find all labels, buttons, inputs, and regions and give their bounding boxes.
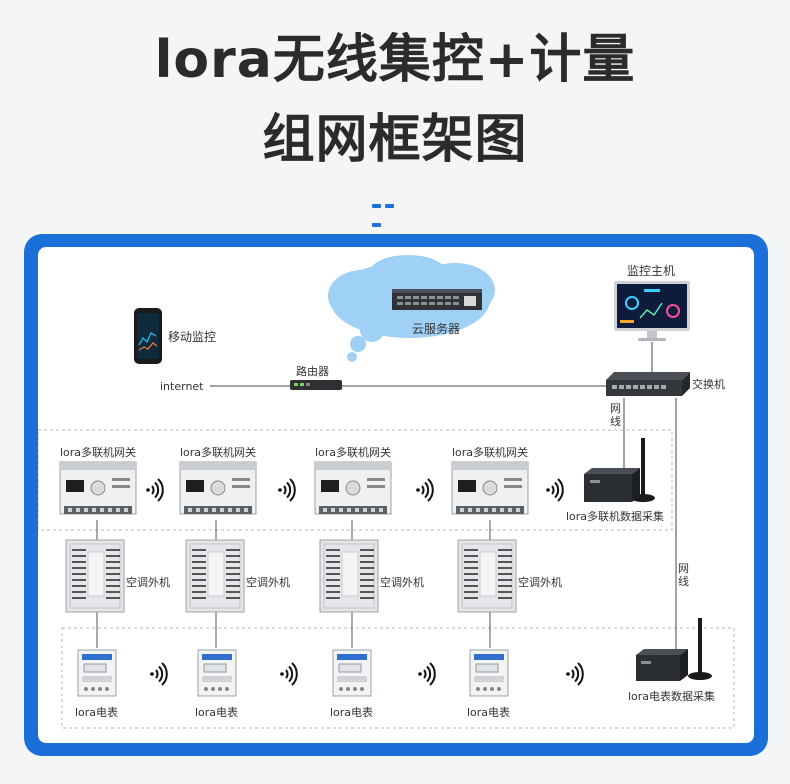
gateway-device: lora多联机网关 (179, 445, 257, 515)
wireless-icon (545, 478, 564, 502)
outdoor-unit-label: 空调外机 (380, 575, 424, 589)
cloud-icon (328, 255, 495, 362)
meter-collector-icon (636, 618, 712, 681)
outdoor-unit-label: 空调外机 (518, 575, 562, 589)
outdoor-unit: 空调外机 (65, 539, 170, 613)
gateway-label: lora多联机网关 (60, 445, 136, 459)
router-icon (290, 380, 342, 390)
net-cable-label-2: 网线 (678, 562, 689, 588)
monitor-label: 监控主机 (627, 264, 675, 278)
gateway-device: lora多联机网关 (451, 445, 529, 515)
outdoor-unit: 空调外机 (457, 539, 562, 613)
wireless-icon (417, 662, 436, 686)
cloud-label: 云服务器 (412, 321, 460, 336)
wireless-icon (415, 478, 434, 502)
gateway-device: lora多联机网关 (59, 445, 137, 515)
switch-label: 交换机 (692, 377, 725, 391)
meter-label: lora电表 (195, 705, 238, 719)
gateway-device: lora多联机网关 (314, 445, 392, 515)
multi-collector-icon (584, 438, 655, 502)
wireless-icon (565, 662, 584, 686)
wireless-icon (149, 662, 168, 686)
wireless-icon (145, 478, 164, 502)
title-divider (372, 193, 408, 227)
router-label: 路由器 (296, 364, 329, 378)
gateway-label: lora多联机网关 (180, 445, 256, 459)
outdoor-unit: 空调外机 (319, 539, 424, 613)
network-diagram: 移动监控 云服务器 监控主机 (38, 255, 735, 729)
mobile-phone-icon (134, 308, 162, 364)
lora-meter: lora电表 (467, 649, 510, 719)
outdoor-unit-label: 空调外机 (246, 575, 290, 589)
lora-meter: lora电表 (330, 649, 373, 719)
device-connectors (96, 520, 491, 648)
meter-label: lora电表 (75, 705, 118, 719)
wireless-icon (277, 478, 296, 502)
outdoor-unit-label: 空调外机 (126, 575, 170, 589)
mobile-label: 移动监控 (168, 330, 216, 344)
gateway-label: lora多联机网关 (315, 445, 391, 459)
switch-icon (606, 372, 690, 396)
lora-meter: lora电表 (75, 649, 118, 719)
cloud-server-icon (392, 289, 482, 310)
diagram-panel: 移动监控 云服务器 监控主机 (38, 247, 754, 743)
internet-label: internet (160, 380, 204, 393)
title-line-1: lora无线集控+计量 (154, 30, 636, 90)
meter-collector-label: lora电表数据采集 (628, 689, 715, 703)
multi-collector-label: lora多联机数据采集 (566, 509, 664, 523)
gateway-label: lora多联机网关 (452, 445, 528, 459)
wireless-icon (279, 662, 298, 686)
net-cable-label-1: 网线 (610, 402, 621, 428)
outdoor-unit: 空调外机 (185, 539, 290, 613)
lora-meter: lora电表 (195, 649, 238, 719)
meter-label: lora电表 (467, 705, 510, 719)
monitor-icon (614, 281, 690, 341)
title-line-2: 组网框架图 (262, 110, 528, 170)
meter-label: lora电表 (330, 705, 373, 719)
meter-zone (61, 627, 735, 729)
gateway-zone (38, 429, 673, 531)
